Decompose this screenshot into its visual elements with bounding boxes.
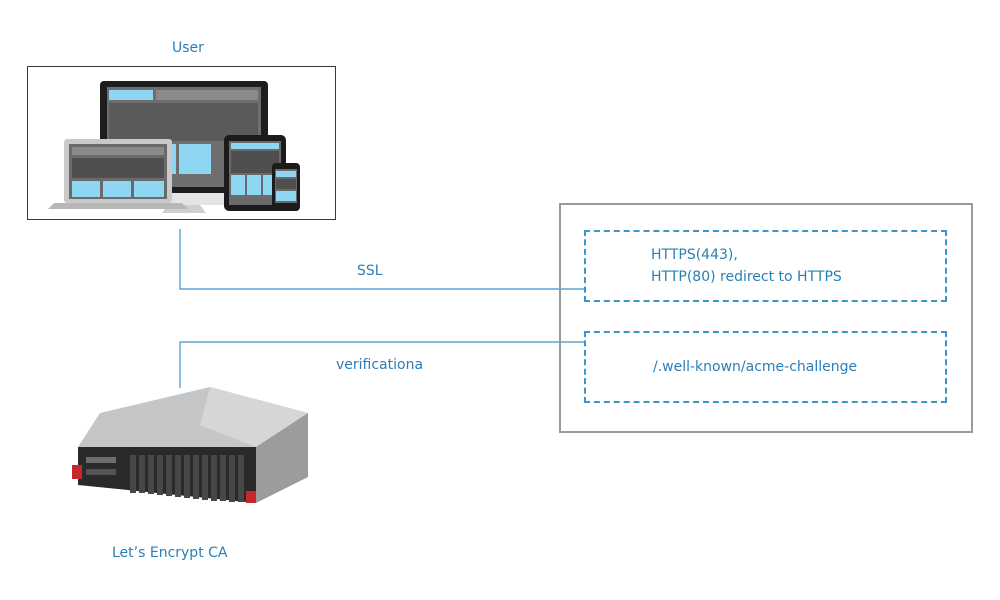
responsive-devices-icon	[48, 81, 300, 213]
verification-edge-label: verificationa	[336, 357, 424, 373]
verification-connector	[179, 341, 584, 388]
http-redirect-text: HTTP(80) redirect to HTTPS	[651, 269, 842, 285]
acme-challenge-box	[584, 331, 947, 403]
web-server-box	[559, 203, 973, 433]
ca-label: Let’s Encrypt CA	[112, 545, 228, 561]
acme-challenge-path: /.well-known/acme-challenge	[653, 359, 858, 375]
ssl-connector	[179, 229, 584, 290]
https-port-text: HTTPS(443),	[651, 247, 738, 263]
user-label: User	[172, 40, 204, 56]
https-config-box	[584, 230, 947, 302]
rack-server-icon	[72, 387, 308, 503]
ssl-edge-label: SSL	[357, 263, 383, 279]
